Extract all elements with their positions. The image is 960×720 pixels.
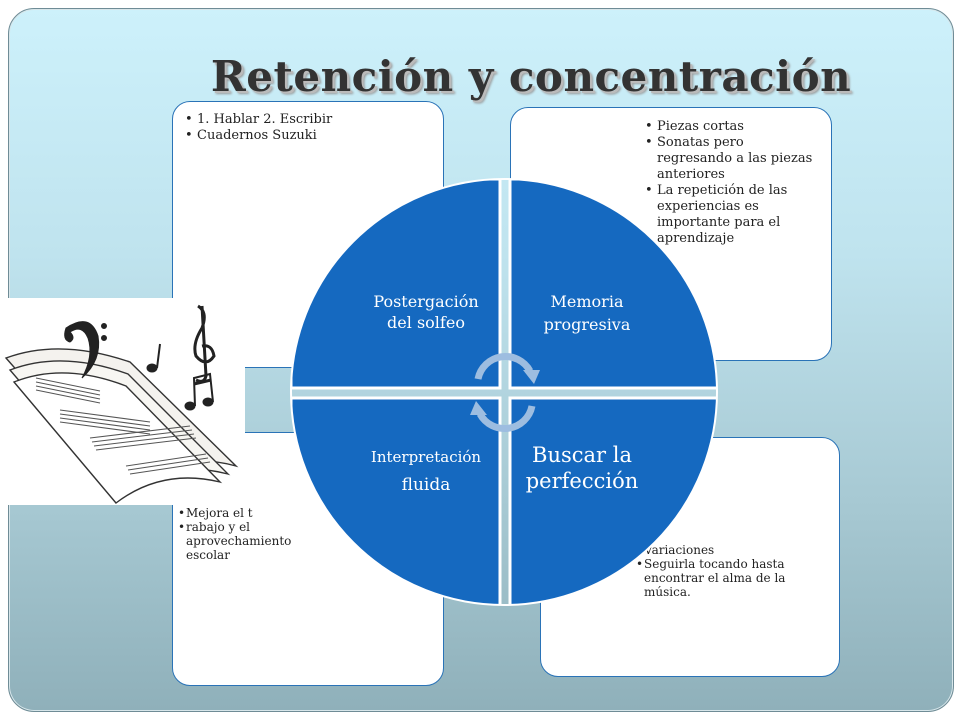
quadrant-label-bl: Interpretación (371, 448, 482, 466)
treble-clef-icon (193, 304, 216, 383)
music-note-icon (184, 401, 196, 411)
quadrant-label-br: perfección (526, 469, 639, 493)
quadrant-label-tr: Memoria (551, 292, 624, 311)
cycle-outline (290, 178, 718, 606)
slide-title: Retención y concentración (210, 52, 852, 101)
bass-clef-icon (64, 321, 100, 379)
staff-lines (35, 377, 211, 475)
cycle-arrows-icon (474, 352, 536, 433)
quadrant-bottom-right (508, 396, 717, 605)
arrow-head-icon (470, 401, 487, 415)
music-note-icon (146, 363, 158, 373)
quadrant-label-tl: del solfeo (387, 313, 465, 332)
list-item: Seguirla tocando hasta encontrar el alma… (636, 557, 826, 599)
music-sheets-icon (4, 304, 239, 504)
list-item: rabajo y el aprovechamiento escolar (178, 520, 318, 562)
panel-top-right-list: Piezas cortas Sonatas pero regresando a … (645, 119, 821, 247)
arrow-head-icon (523, 370, 540, 384)
list-item: La repetición de las experiencias es imp… (645, 183, 821, 247)
panel-bottom-left-list: Mejora el t rabajo y el aprovechamiento … (178, 506, 318, 562)
quadrant-label-bl: fluida (402, 475, 451, 495)
list-item: Mejora el t (178, 506, 318, 520)
list-item: Cuadernos Suzuki (185, 128, 435, 144)
music-sheets-image (0, 298, 245, 505)
list-item: Sonatas pero regresando a las piezas ant… (645, 135, 821, 183)
quadrant-label-br: Buscar la (532, 443, 632, 467)
list-item: Piezas cortas (645, 119, 821, 135)
quadrant-top-left (291, 179, 502, 390)
quadrant-label-tr: progresiva (544, 315, 631, 334)
quadrant-label-tl: Postergación (373, 292, 478, 311)
list-item: 1. Hablar 2. Escribir (185, 112, 435, 128)
panel-top-left-list: 1. Hablar 2. Escribir Cuadernos Suzuki (185, 112, 435, 144)
